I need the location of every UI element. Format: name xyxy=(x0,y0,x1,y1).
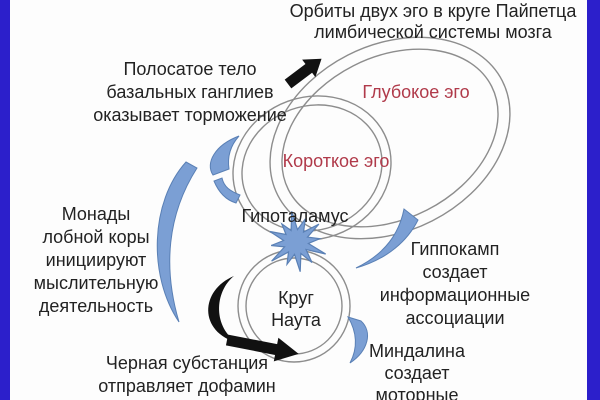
hypothalamus-starburst xyxy=(269,211,327,272)
short-ego-label: Короткое эго xyxy=(282,151,390,171)
hypothalamus-label: Гипоталамус xyxy=(241,206,349,226)
hippocampus-arc xyxy=(355,208,419,269)
orbit-flow-arrow-top xyxy=(284,58,322,89)
striatum-crescent-lower xyxy=(213,177,241,204)
substantia-nigra-label: Черная субстанция отправляет дофамин глу… xyxy=(98,353,276,400)
striatum-crescent-upper xyxy=(209,135,240,176)
deep-ego-label: Глубокое эго xyxy=(362,82,470,102)
frontal-monads-label: Монады лобной коры инициируют мыслительн… xyxy=(33,204,159,316)
amygdala-label: Миндалина создает моторные xyxy=(368,341,465,400)
striatum-label: Полосатое тело базальных ганглиев оказыв… xyxy=(93,59,287,125)
amygdala-arc xyxy=(346,316,369,364)
nauta-flow-arrow-bottom xyxy=(225,334,299,362)
left-border-strip xyxy=(0,0,10,400)
right-border-strip xyxy=(587,0,600,400)
diagram-title: Орбиты двух эго в круге Пайпетца лимбиче… xyxy=(289,1,577,42)
substantia-nigra-arc xyxy=(208,276,238,343)
frontal-cortex-crescent xyxy=(156,161,198,323)
nauta-circle-label: Круг Наута xyxy=(271,288,321,330)
hippocampus-label: Гиппокамп создает информационные ассоциа… xyxy=(379,239,531,328)
deep-ego-orbit-ring xyxy=(269,36,511,240)
